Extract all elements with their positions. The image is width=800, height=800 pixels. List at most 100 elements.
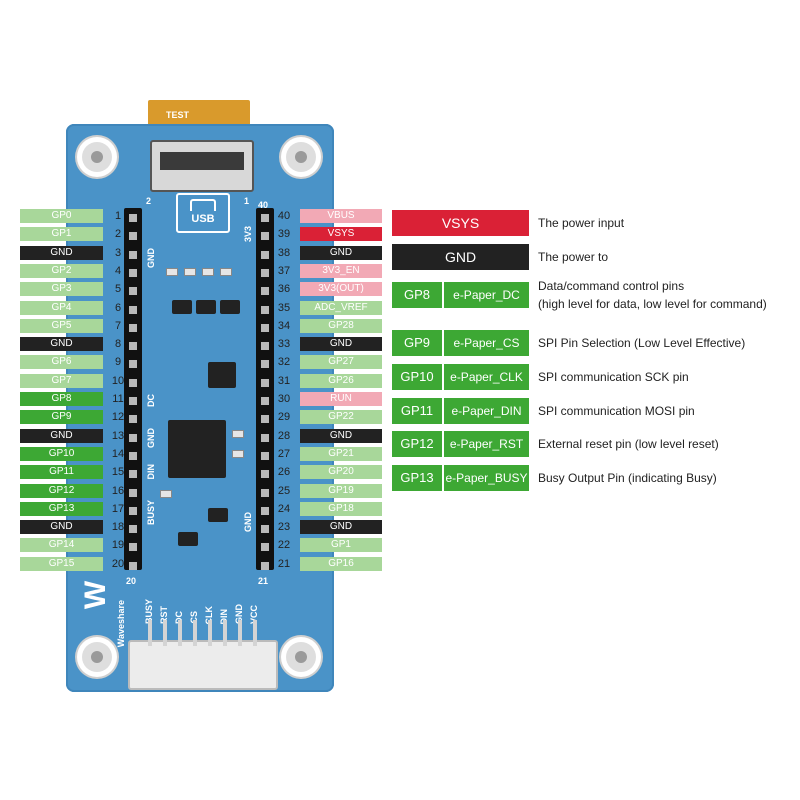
connector-pin [253,620,257,646]
pin-number: 28 [277,429,291,442]
header-pin [261,451,269,460]
header-pin [261,287,269,296]
resistor [160,490,172,498]
pin-number: 15 [111,466,125,479]
pin-number: 39 [277,228,291,241]
epaper-driver-board [66,124,334,692]
pin-label-gnd: GND [20,520,103,535]
pin-number: 7 [114,319,122,332]
pin-number: 33 [277,338,291,351]
pin-number: 17 [111,502,125,515]
silk-corner-21: 21 [258,576,269,586]
pin-label-3v3_en: 3V3_EN [300,263,382,278]
legend-signal-e-paper_din: e-Paper_DIN [444,398,529,424]
usb-label: USB [191,213,215,225]
header-pin [261,250,269,259]
header-pin [129,543,137,552]
legend-signal-e-paper_cs: e-Paper_CS [444,330,529,356]
mounting-hole-icon [286,142,316,172]
silk-gnd: GND [146,428,156,448]
header-pin [129,451,137,460]
header-pin [129,506,137,515]
pin-number: 8 [114,338,122,351]
pin-label-gp19: GP19 [300,483,382,498]
pin-label-gp7: GP7 [20,373,103,388]
resistor [232,450,244,458]
connector-pin [223,620,227,646]
header-pin [261,543,269,552]
mosfet-chip [220,300,240,314]
header-pin [261,214,269,222]
pin-number: 19 [111,539,125,552]
legend-description: SPI communication SCK pin [538,368,689,386]
header-pin [261,561,269,570]
silk-3v3: 3V3 [243,226,253,243]
pin-number: 13 [111,429,125,442]
usb-marking: USB [176,193,230,233]
pin-number: 25 [277,484,291,497]
connector-pin [163,620,167,646]
pin-number: 22 [277,539,291,552]
pin-number: 14 [111,447,125,460]
header-pin [129,378,137,387]
pin-number: 26 [277,466,291,479]
pin-label-gp3: GP3 [20,282,103,297]
legend-description-line: (high level for data, low level for comm… [538,297,767,311]
pin-label-vbus: VBUS [300,209,382,223]
mounting-hole-icon [82,642,112,672]
header-pin [129,287,137,296]
header-pin [129,415,137,424]
pin-number: 35 [277,301,291,314]
header-pin [261,323,269,332]
legend-signal-e-paper_dc: e-Paper_DC [444,282,529,308]
resistor [166,268,178,276]
pin-number: 3 [114,246,122,259]
pin-number: 30 [277,393,291,405]
header-pin [129,342,137,351]
pin-number: 34 [277,319,291,332]
pin-number: 4 [114,264,122,277]
header-pin [129,305,137,314]
pin-label-gp15: GP15 [20,556,103,571]
header-pin [261,378,269,387]
legend-signal-e-paper_rst: e-Paper_RST [444,431,529,457]
pin-label-gp1: GP1 [20,227,103,242]
resistor [220,268,232,276]
header-pin [261,232,269,241]
pin-number: 23 [277,521,291,534]
pin-header-right [256,208,274,570]
connector-pin [238,620,242,646]
connector-pin [178,620,182,646]
legend-pin-gp13: GP13 [392,465,442,491]
header-pin [261,268,269,277]
pin-label-gp18: GP18 [300,501,382,516]
header-pin [129,525,137,534]
legend-description-line: SPI communication SCK pin [538,370,689,384]
pin-number: 31 [277,374,291,387]
pin-label-gnd: GND [300,520,382,535]
silk-corner-20: 20 [126,576,137,586]
legend-pin-gnd: GND [392,244,529,270]
pin-header-left [124,208,142,570]
legend-pin-gp12: GP12 [392,431,442,457]
silk-corner-40: 40 [258,200,269,210]
transistor-chip [208,508,228,522]
mosfet-chip [196,300,216,314]
pin-number: 2 [114,228,122,241]
pin-label-gp0: GP0 [20,209,103,223]
header-pin [129,323,137,332]
pin-label-gp16: GP16 [300,556,382,571]
legend-description: Busy Output Pin (indicating Busy) [538,469,717,487]
legend-description: The power to [538,248,608,266]
pin-number: 40 [277,210,291,222]
waveshare-logo-mark: W [79,580,113,610]
regulator-chip [208,362,236,388]
legend-description-line: The power input [538,216,625,230]
connector-pin [148,620,152,646]
legend-description-line: The power to [538,250,609,264]
pin-number: 16 [111,484,125,497]
legend-pin-gp8: GP8 [392,282,442,308]
waveshare-logo-text: Waveshare [116,600,126,648]
silk-din: DIN [146,464,156,480]
